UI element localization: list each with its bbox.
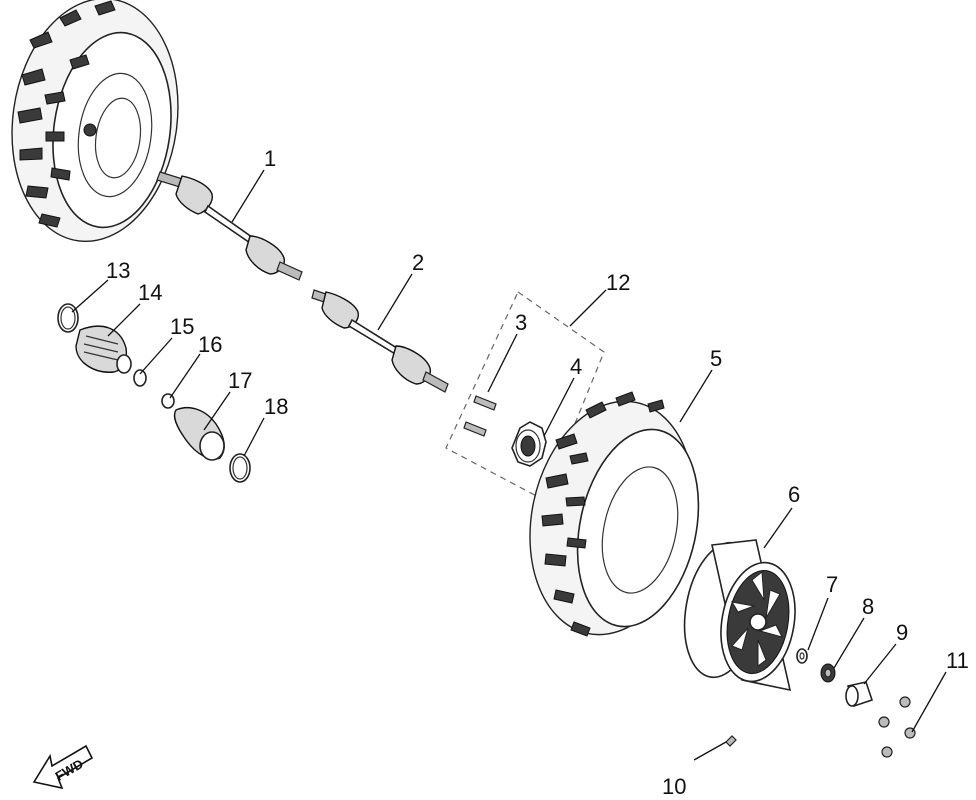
inner-boot-17 <box>173 406 226 461</box>
callout-17: 17 <box>228 368 252 393</box>
callout-15: 15 <box>170 314 194 339</box>
callout-1: 1 <box>264 146 276 171</box>
wheel-rim <box>683 539 796 692</box>
lug-nuts <box>878 696 916 758</box>
callout-2: 2 <box>412 250 424 275</box>
axle-nut <box>820 663 836 683</box>
washer <box>796 648 808 664</box>
callout-9: 9 <box>896 620 908 645</box>
callout-14: 14 <box>138 280 162 305</box>
callout-7: 7 <box>826 572 838 597</box>
outer-boot-14 <box>75 325 132 374</box>
callout-5: 5 <box>710 346 722 371</box>
front-tire-illustration <box>529 391 700 637</box>
callout-4: 4 <box>570 354 582 379</box>
clamp-15 <box>133 369 147 387</box>
callout-12: 12 <box>606 270 630 295</box>
callout-11: 11 <box>946 648 969 673</box>
leader-lines <box>71 169 947 761</box>
callout-10: 10 <box>662 774 686 799</box>
callout-16: 16 <box>198 332 222 357</box>
drive-shaft-1 <box>156 171 303 281</box>
forward-arrow-icon: FWD <box>32 744 94 790</box>
callout-8: 8 <box>862 594 874 619</box>
callout-6: 6 <box>788 482 800 507</box>
tire-valve <box>725 735 737 747</box>
callout-13: 13 <box>106 258 130 283</box>
clamp-16 <box>161 393 175 409</box>
clamp-18 <box>229 453 251 483</box>
center-cap <box>845 681 874 708</box>
wheel-studs <box>463 395 497 437</box>
wheel-hub <box>511 421 547 467</box>
drive-shaft-2 <box>311 289 449 393</box>
callout-18: 18 <box>264 394 288 419</box>
clamp-13 <box>57 303 79 333</box>
callout-3: 3 <box>515 310 527 335</box>
callout-labels: 1 2 3 4 5 6 7 8 9 10 11 12 13 14 15 16 1… <box>106 146 969 799</box>
rear-tire-illustration <box>11 0 179 243</box>
